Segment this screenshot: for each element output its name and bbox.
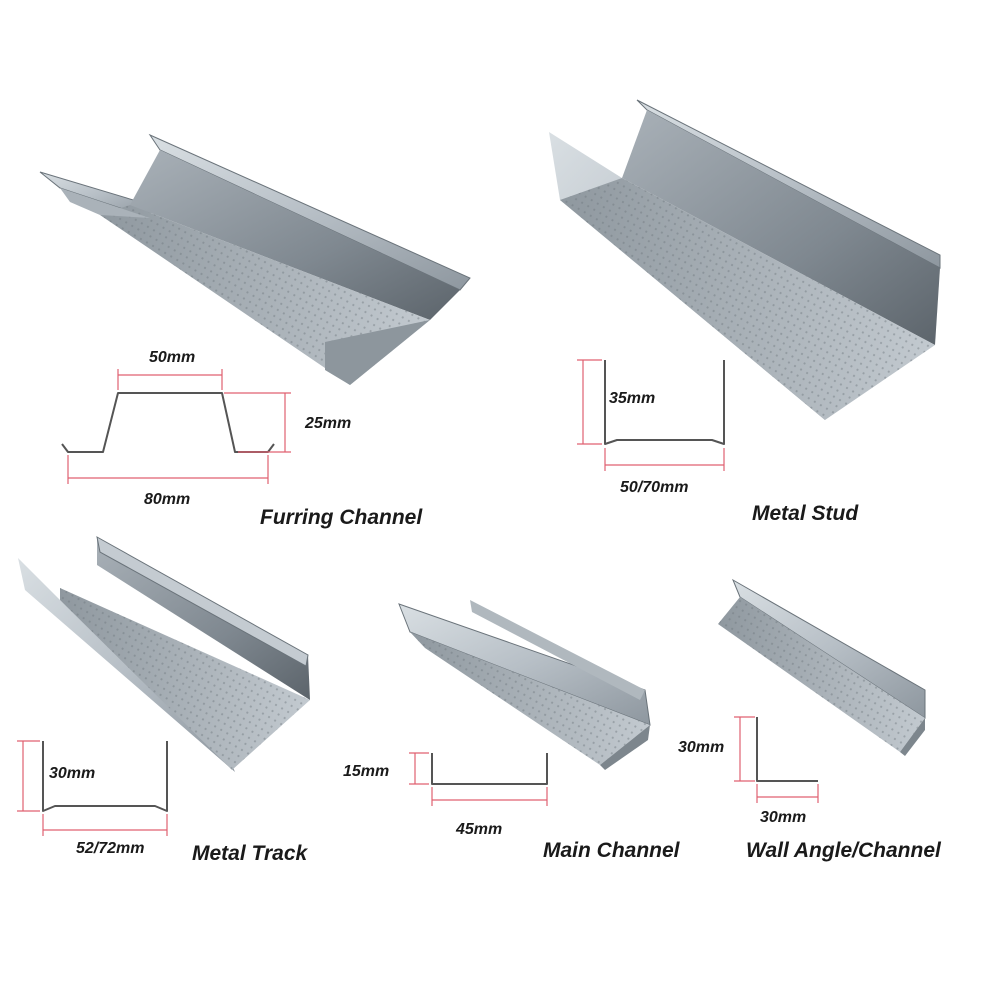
metal-track-title: Metal Track: [192, 842, 308, 865]
main-channel-image: [398, 600, 651, 770]
main-channel-title: Main Channel: [543, 839, 681, 862]
furring-width-bottom-label: 80mm: [144, 491, 190, 508]
furring-width-top-label: 50mm: [149, 349, 195, 366]
metal-stud-title: Metal Stud: [752, 502, 859, 525]
metal-stud-width-label: 50/70mm: [620, 479, 689, 496]
furring-channel-profile: [61, 369, 291, 484]
wall-angle-height-label: 30mm: [678, 739, 724, 756]
metal-track-profile: [17, 740, 168, 836]
main-channel-profile: [409, 752, 548, 806]
metal-track-height-label: 30mm: [49, 765, 95, 782]
metal-stud-height-label: 35mm: [609, 390, 655, 407]
main-channel-width-label: 45mm: [455, 821, 502, 838]
metal-track-image: [18, 536, 310, 772]
metal-track-width-label: 52/72mm: [76, 840, 145, 857]
furring-channel-title: Furring Channel: [260, 506, 423, 529]
wall-angle-title: Wall Angle/Channel: [746, 839, 942, 862]
metal-stud-profile: [577, 359, 725, 471]
main-channel-height-label: 15mm: [343, 763, 389, 780]
wall-angle-image: [718, 578, 926, 756]
metal-stud-image: [549, 99, 941, 420]
furring-height-label: 25mm: [304, 415, 351, 432]
wall-angle-profile: [734, 716, 819, 803]
wall-angle-width-label: 30mm: [760, 809, 806, 826]
furring-channel-image: [39, 133, 471, 385]
